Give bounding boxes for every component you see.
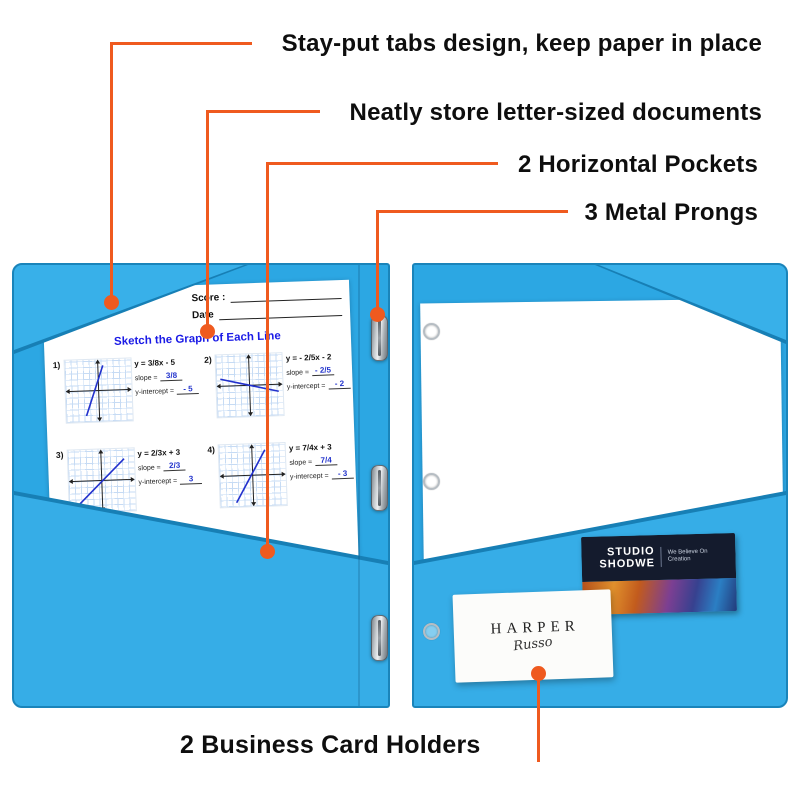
- callout-label-prongs: 3 Metal Prongs: [584, 199, 758, 226]
- callout-dot: [531, 666, 546, 681]
- callout-line: [266, 162, 498, 165]
- callout-line: [537, 676, 540, 762]
- slope-answer: 3/8: [160, 370, 183, 382]
- problem-number: 4): [207, 444, 216, 455]
- folder-left-panel: Score : Date Sketch the Graph of Each Li…: [12, 263, 390, 708]
- metal-prong-1: [371, 315, 388, 361]
- callout-dot: [260, 544, 275, 559]
- prong-hole-2: [423, 473, 440, 490]
- problem-4: 4) y = 7/4x + 3 sl: [207, 440, 357, 509]
- problem-2: 2) y = - 2/5x - 2: [204, 350, 354, 419]
- date-blank-line: [218, 303, 343, 321]
- problem-info: y = - 2/5x - 2 slope =- 2/5 y-intercept …: [286, 350, 354, 416]
- callout-line: [110, 42, 113, 300]
- yint-label: y-intercept =: [138, 477, 178, 487]
- callout-label-card-holders: 2 Business Card Holders: [180, 731, 481, 759]
- callout-dot: [104, 295, 119, 310]
- slope-answer: 2/3: [163, 460, 186, 472]
- problem-1: 1) y = 3/8x - 5 sl: [53, 355, 203, 424]
- callout-line: [206, 110, 209, 328]
- callout-label-pockets: 2 Horizontal Pockets: [517, 151, 758, 178]
- folder-right-panel: STUDIO SHODWE We Believe On Creation HAR…: [412, 263, 788, 708]
- callout-label-stay-put-tabs: Stay-put tabs design, keep paper in plac…: [281, 30, 762, 57]
- slope-label: slope =: [289, 459, 313, 467]
- callout-line: [206, 110, 320, 113]
- studio-card-tagline: We Believe On Creation: [667, 548, 708, 564]
- callout-line: [376, 210, 568, 213]
- callout-line: [266, 162, 269, 548]
- two-pocket-folder: Score : Date Sketch the Graph of Each Li…: [12, 263, 788, 708]
- problem-info: y = 3/8x - 5 slope =3/8 y-intercept =- 5: [134, 355, 202, 421]
- equation: y = 3/8x - 5: [134, 357, 176, 369]
- callout-line: [110, 42, 252, 45]
- studio-card-divider: [660, 547, 663, 568]
- problem-number: 1): [52, 359, 61, 371]
- yint-answer: 3: [179, 473, 203, 485]
- prong-hole-3: [423, 623, 440, 640]
- yint-answer: - 3: [331, 468, 354, 480]
- yint-answer: - 2: [328, 378, 351, 390]
- studio-card-name: STUDIO SHODWE: [599, 545, 655, 572]
- graph-grid-4: [217, 442, 288, 509]
- equation: y = - 2/5x - 2: [285, 352, 332, 363]
- studio-card-top: STUDIO SHODWE We Believe On Creation: [581, 532, 737, 582]
- problem-info: y = 2/3x + 3 slope =2/3 y-intercept =3: [137, 445, 205, 511]
- slope-label: slope =: [137, 464, 161, 473]
- yint-answer: - 5: [176, 384, 200, 395]
- worksheet-problems: 1) y = 3/8x - 5 sl: [53, 350, 354, 514]
- callout-dot: [370, 307, 385, 322]
- studio-name-line2: SHODWE: [599, 557, 656, 571]
- metal-prong-2: [371, 465, 388, 511]
- graph-grid-2: [214, 352, 285, 419]
- worksheet-title: Sketch the Graph of Each Line: [113, 330, 281, 348]
- slope-label: slope =: [286, 369, 310, 377]
- problem-info: y = 7/4x + 3 slope =7/4 y-intercept =- 3: [289, 440, 357, 506]
- metal-prong-3: [371, 615, 388, 661]
- slope-label: slope =: [134, 374, 158, 383]
- slope-answer: - 2/5: [311, 365, 335, 377]
- date-label: Date: [191, 309, 214, 322]
- equation: y = 7/4x + 3: [288, 442, 332, 453]
- harper-card-name: HARPER: [490, 618, 581, 638]
- problem-number: 2): [204, 354, 212, 365]
- callout-label-letter-size: Neatly store letter-sized documents: [349, 99, 762, 126]
- slope-answer: 7/4: [314, 455, 338, 467]
- callout-line: [376, 210, 379, 312]
- spine-fold-line: [358, 265, 360, 706]
- yint-label: y-intercept =: [286, 382, 326, 391]
- score-blank-line: [230, 287, 342, 303]
- yint-label: y-intercept =: [135, 387, 175, 397]
- graph-grid-1: [63, 357, 134, 424]
- prong-hole-1: [423, 323, 440, 340]
- callout-dot: [200, 324, 215, 339]
- equation: y = 2/3x + 3: [137, 447, 181, 459]
- harper-card-signature: Russo: [512, 634, 554, 655]
- yint-label: y-intercept =: [289, 472, 329, 481]
- worksheet-paper: Score : Date Sketch the Graph of Each Li…: [42, 279, 359, 576]
